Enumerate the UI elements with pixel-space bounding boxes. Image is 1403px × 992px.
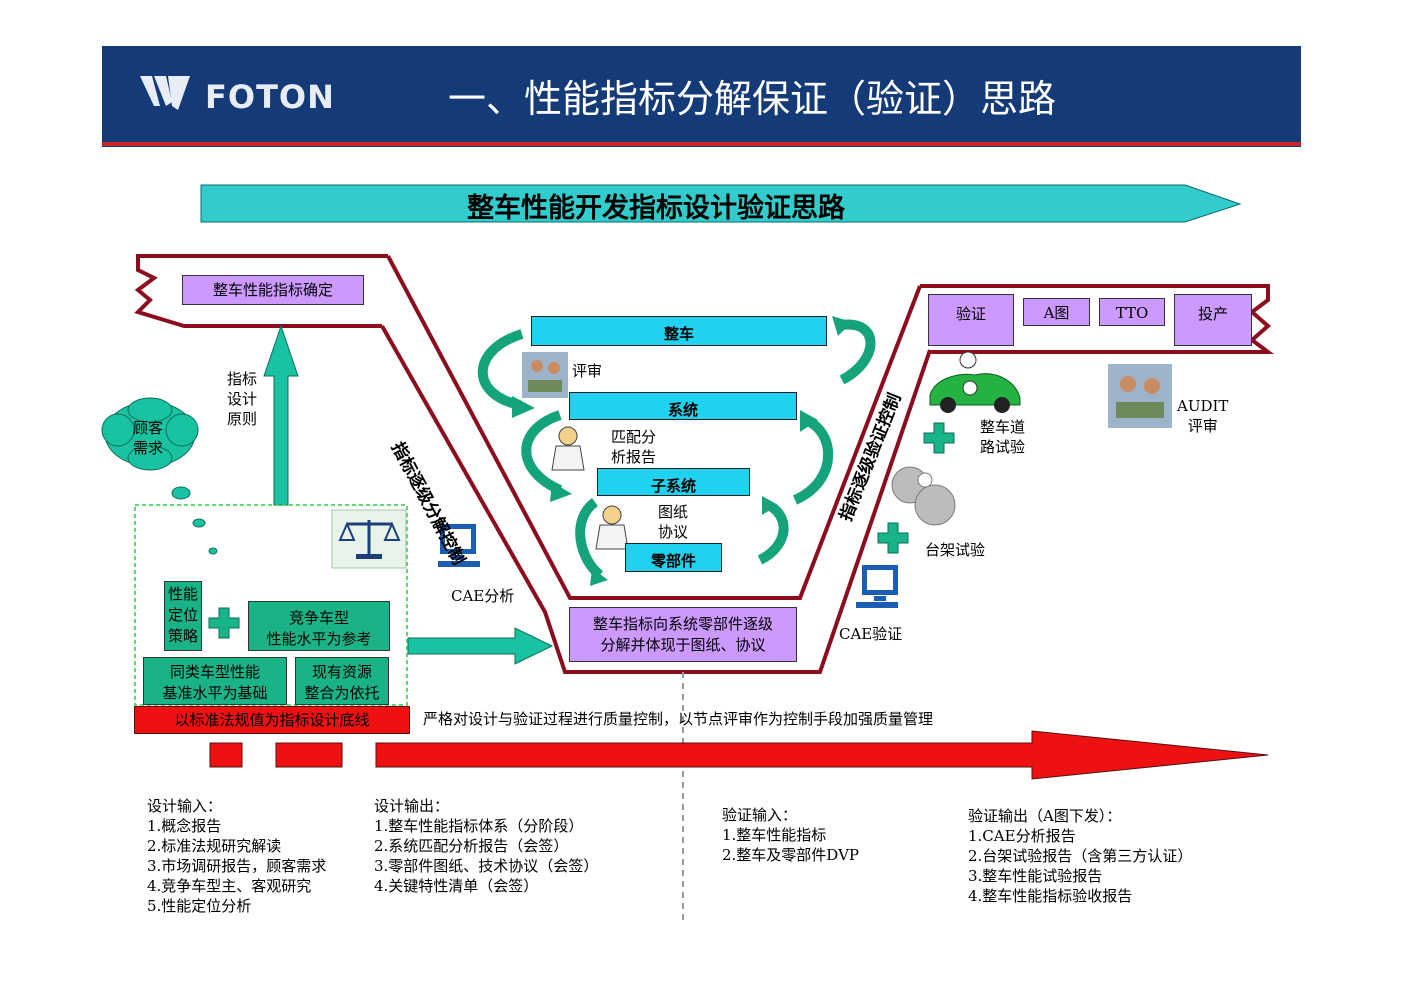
curve-arrow-6 xyxy=(757,500,789,565)
computer-icon-cae xyxy=(438,524,480,567)
stage-production-box: 投产 xyxy=(1174,294,1252,346)
banner-title: 整车性能开发指标设计验证思路 xyxy=(467,193,845,224)
cae-analysis-label: CAE分析 xyxy=(451,587,515,605)
left-top-band xyxy=(134,254,388,328)
verify-input-list: 验证输入： 1.整车性能指标 2.整车及零部件DVP xyxy=(722,806,860,864)
customer-need-cloud-text: 顾客需求 xyxy=(133,419,164,457)
design-principle-label: 指标设计原则 xyxy=(227,370,258,428)
cae-verify-label: CAE验证 xyxy=(839,625,903,643)
red-dash-1 xyxy=(209,742,243,768)
plus-icon-left xyxy=(208,607,240,639)
matching-report-label: 匹配分析报告 xyxy=(611,428,657,466)
car-icon xyxy=(929,351,1021,413)
right-top-band xyxy=(920,284,1274,354)
curve-arrow-5 xyxy=(792,415,834,505)
drawing-agreement-label: 图纸协议 xyxy=(658,503,689,541)
stage-verify-box: 验证 xyxy=(928,294,1014,346)
engineer-icon-1 xyxy=(551,426,585,471)
plus-icon-road xyxy=(923,422,955,454)
computer-icon-cae-verify xyxy=(856,565,898,608)
decompose-box: 整车指标向系统零部件逐级分解并体现于图纸、协议 xyxy=(569,607,797,662)
level-system-box: 系统 xyxy=(569,392,797,420)
header-underline xyxy=(102,142,1301,146)
road-test-label: 整车道路试验 xyxy=(980,418,1026,456)
regulation-baseline-bar: 以标准法规值为指标设计底线 xyxy=(134,706,410,734)
right-arrow xyxy=(407,627,554,665)
target-definition-box: 整车性能指标确定 xyxy=(182,275,364,305)
audit-photo-icon xyxy=(1108,364,1172,428)
curve-arrow-2 xyxy=(521,410,563,495)
scales-icon xyxy=(331,509,407,569)
verify-output-list: 验证输出（A图下发）： 1.CAE分析报告 2.台架试验报告（含第三方认证） 3… xyxy=(968,807,1193,905)
logo-text: FOTON xyxy=(205,78,335,116)
curve-arrow-3 xyxy=(575,497,604,579)
v-band-inner xyxy=(380,325,932,674)
design-output-list: 设计输出： 1.整车性能指标体系（分阶段） 2.系统匹配分析报告（会签） 3.零… xyxy=(374,797,599,895)
meeting-photo-icon xyxy=(522,352,568,398)
bench-test-label: 台架试验 xyxy=(925,541,986,559)
resources-box: 现有资源整合为依托 xyxy=(295,657,389,705)
gears-icon xyxy=(891,466,956,526)
red-main-arrow xyxy=(375,730,1269,780)
benchmark-box: 同类车型性能基准水平为基础 xyxy=(143,657,287,705)
review-label: 评审 xyxy=(572,362,603,380)
v-band-outer xyxy=(386,255,922,600)
plus-icon-bench xyxy=(877,522,909,554)
curve-arrow-4 xyxy=(839,319,876,385)
stage-a-drawing-box: A图 xyxy=(1023,298,1090,326)
engineer-icon-2 xyxy=(595,505,629,550)
cloud-shape xyxy=(101,397,218,555)
header-bar xyxy=(102,46,1301,147)
level-subsystem-box: 子系统 xyxy=(597,468,750,496)
quality-control-note: 严格对设计与验证过程进行质量控制，以节点评审作为控制手段加强质量管理 xyxy=(423,710,934,728)
strategy-frame xyxy=(134,504,408,706)
banner-arrow xyxy=(200,184,1242,223)
design-input-list: 设计输入： 1.概念报告 2.标准法规研究解读 3.市场调研报告，顾客需求 4.… xyxy=(147,797,327,915)
competitor-reference-box: 竞争车型性能水平为参考 xyxy=(248,601,390,651)
stage-tto-box: TTO xyxy=(1099,298,1165,326)
curve-arrow-1 xyxy=(477,329,524,410)
foton-logo-icon xyxy=(140,76,190,110)
up-arrow xyxy=(263,324,299,506)
positioning-strategy-box: 性能定位策略 xyxy=(164,581,202,651)
page-title: 一、性能指标分解保证（验证）思路 xyxy=(448,77,1057,121)
red-dash-2 xyxy=(275,742,343,768)
level-vehicle-box: 整车 xyxy=(531,316,827,346)
level-component-box: 零部件 xyxy=(625,543,722,572)
